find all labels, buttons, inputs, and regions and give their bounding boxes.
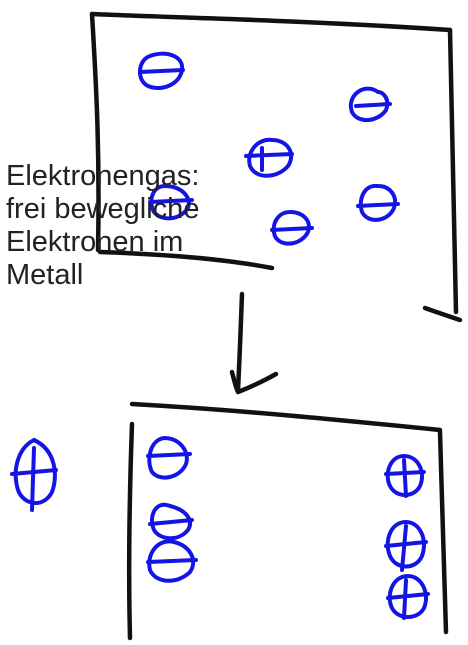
metal-block-bottom	[126, 401, 449, 641]
down-arrow	[229, 291, 279, 395]
electron-symbol	[348, 86, 392, 122]
metal-block-top-right-edge	[447, 27, 459, 315]
caption-line: Elektronengas:	[6, 160, 200, 192]
electron-symbol	[270, 210, 314, 246]
positive-charge-symbol	[384, 520, 428, 572]
electron-symbol	[244, 137, 294, 178]
electron-symbol	[146, 539, 198, 583]
metal-block-top-top-edge	[89, 11, 453, 33]
metal-block-top-inner-edge	[97, 249, 275, 271]
metal-block-top-left-edge	[89, 11, 101, 253]
metal-block-bottom-top-edge	[129, 401, 443, 433]
electron-symbol	[356, 183, 400, 222]
caption-line: Metall	[6, 259, 84, 291]
electron-symbol	[148, 184, 194, 221]
metal-block-bottom-right-edge	[437, 429, 449, 635]
electron-symbol	[138, 51, 185, 90]
positive-charge-symbol	[384, 454, 426, 498]
positive-charge-symbol	[10, 438, 58, 512]
caption-text: Elektronengas: frei bewegliche Elektrone…	[6, 160, 256, 292]
electron-symbol	[148, 502, 194, 541]
metal-block-top-bottom-edge	[422, 305, 463, 323]
electron-symbol	[146, 436, 192, 480]
metal-block-top	[89, 11, 463, 323]
caption-line: Elektronen im	[6, 226, 184, 258]
metal-block-bottom-left-edge	[126, 421, 135, 641]
caption-line: frei bewegliche	[6, 193, 200, 225]
positive-charge-symbol	[386, 574, 430, 620]
